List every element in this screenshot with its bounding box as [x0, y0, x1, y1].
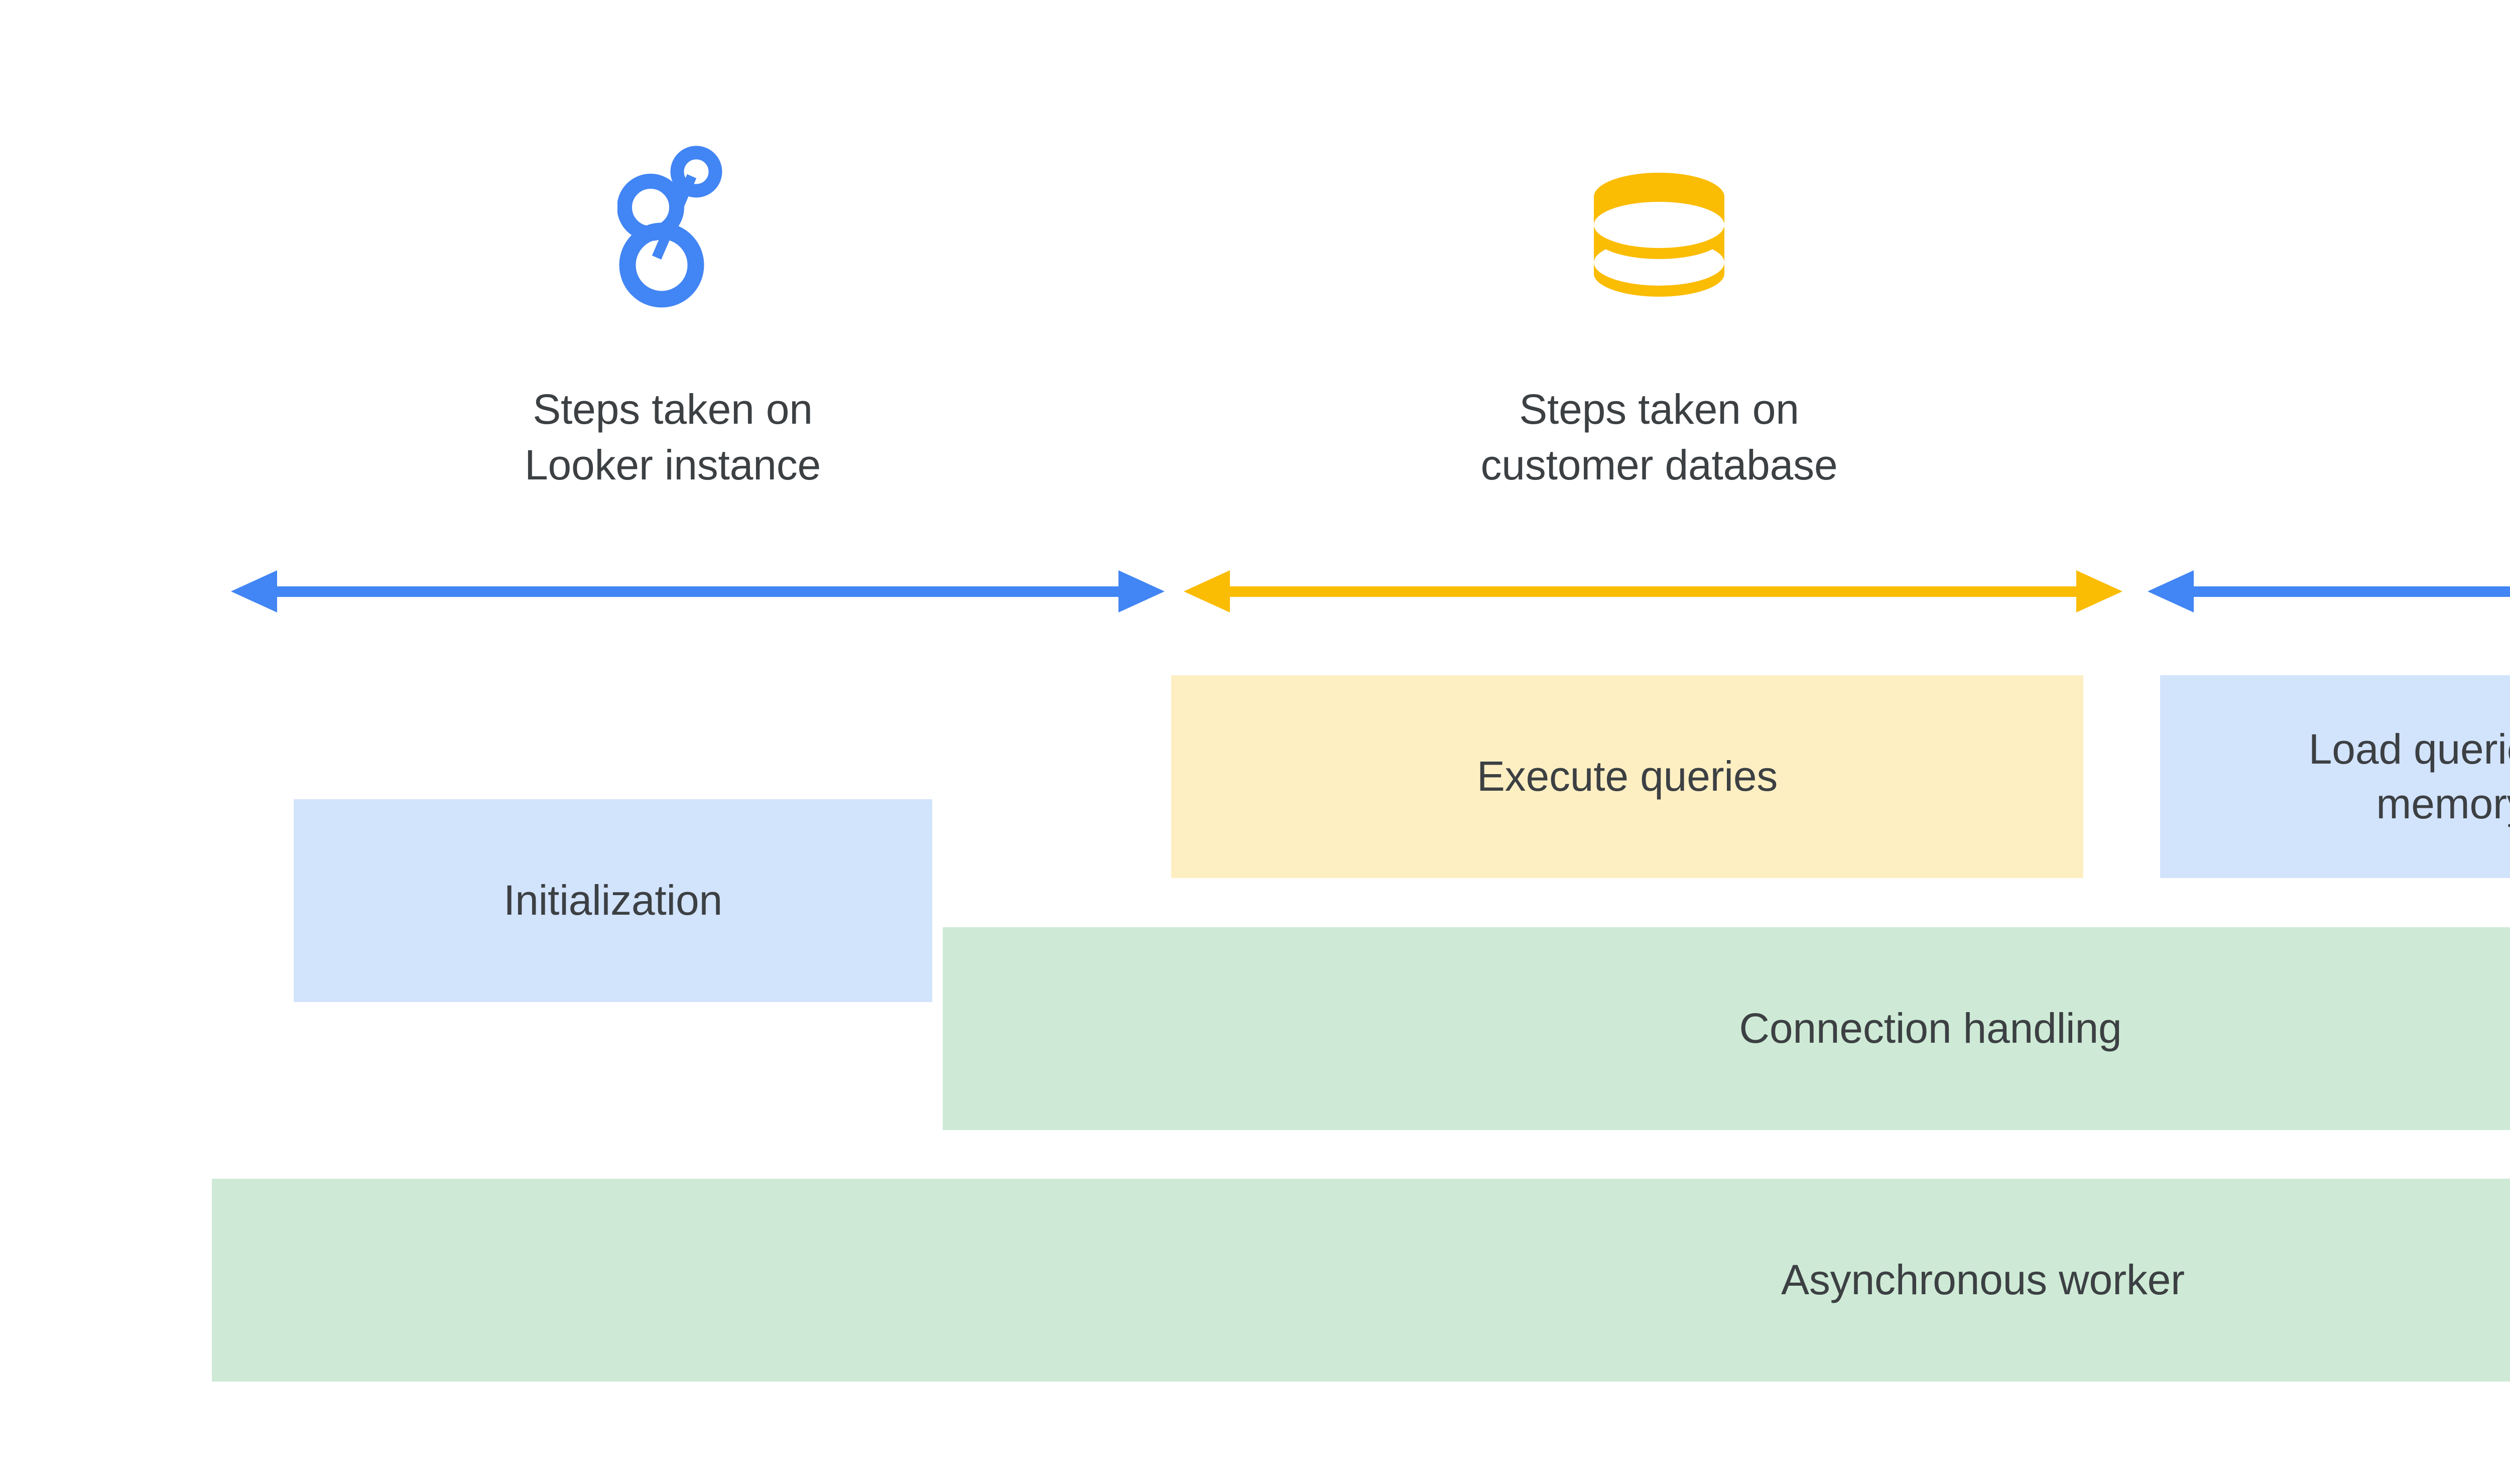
stage-box-execute-queries[interactable]: Execute queries — [1171, 675, 2083, 878]
phase-arrow-looker-right — [2148, 567, 2510, 617]
stage-box-connection-handling[interactable]: Connection handling — [943, 927, 2510, 1130]
looker-logo-icon — [617, 143, 728, 309]
phase-caption-looker-left: Steps taken on Looker instance — [524, 386, 821, 488]
database-icon — [1586, 166, 1732, 311]
stage-box-load-queries-in-memory[interactable]: Load queries in memory — [2160, 675, 2510, 878]
stage-box-initialization[interactable]: Initialization — [294, 799, 932, 1002]
phase-arrow-customer-database — [1184, 567, 2122, 617]
phase-arrow-looker-left — [231, 567, 1165, 617]
stage-box-asynchronous-worker[interactable]: Asynchronous worker — [212, 1179, 2510, 1382]
phase-caption-customer-database: Steps taken on customer database — [1480, 386, 1838, 488]
